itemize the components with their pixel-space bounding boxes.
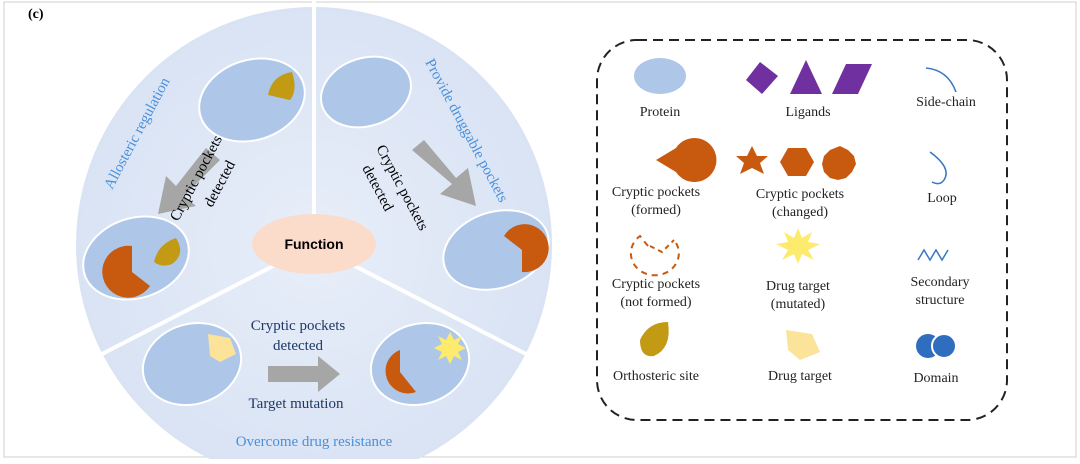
- drug-target-shape: [208, 334, 236, 362]
- legend-pocket-not-formed-2: (not formed): [620, 295, 691, 310]
- sector-resistance: Cryptic pockets detected Target mutation…: [141, 318, 471, 450]
- pocket-not-formed-icon: [629, 234, 680, 277]
- arrow-resistance: [268, 356, 340, 392]
- domain-icon-part-b: [931, 333, 957, 359]
- changed-pocket-hexagon-icon: [780, 148, 814, 176]
- function-node: Function: [252, 214, 376, 274]
- orthosteric-site-shape: [154, 238, 181, 266]
- mutated-drug-target-shape: [434, 332, 466, 364]
- ligand-parallelogram-icon: [832, 64, 872, 94]
- cryptic-pocket-shape: [102, 245, 150, 298]
- top-label-resistance-1: Cryptic pockets: [251, 318, 346, 334]
- changed-pocket-octagon-icon: [822, 146, 856, 180]
- arrow-druggable: [412, 140, 476, 206]
- ligand-triangle-icon: [790, 60, 822, 94]
- legend-secondary-structure-1: Secondary: [910, 275, 969, 290]
- orthosteric-site-shape: [268, 72, 295, 100]
- loop-icon: [929, 151, 947, 185]
- legend-drug-target: Drug target: [768, 369, 832, 384]
- legend-pocket-changed-2: (changed): [772, 205, 828, 220]
- sector-title-resistance: Overcome drug resistance: [236, 434, 393, 450]
- secondary-structure-icon: [917, 248, 949, 262]
- protein-icon: [634, 58, 686, 94]
- legend-ligands: Ligands: [785, 105, 830, 120]
- legend-pocket-not-formed-1: Cryptic pockets: [612, 277, 700, 292]
- legend-pocket-changed-1: Cryptic pockets: [756, 187, 844, 202]
- drug-target-mutated-icon: [776, 228, 820, 264]
- arrow-allosteric: [158, 148, 220, 214]
- legend: Protein Ligands Side-chain Cryptic pocke…: [596, 39, 1008, 421]
- ligand-diamond-icon: [746, 62, 778, 94]
- sector-allosteric: Allosteric regulation Cryptic pockets de…: [82, 57, 306, 301]
- legend-protein: Protein: [640, 105, 680, 120]
- legend-orthosteric-site: Orthosteric site: [613, 369, 699, 384]
- legend-pocket-formed-1: Cryptic pockets: [612, 185, 700, 200]
- panel-label: (c): [28, 7, 44, 22]
- changed-pocket-star-icon: [736, 146, 768, 174]
- legend-drug-target-mutated-1: Drug target: [766, 279, 830, 294]
- legend-drug-target-mutated-2: (mutated): [771, 297, 826, 312]
- function-label: Function: [284, 236, 343, 252]
- figure-frame: [3, 1, 1077, 458]
- legend-loop: Loop: [927, 191, 957, 206]
- legend-side-chain: Side-chain: [916, 95, 976, 110]
- cryptic-pocket-shape: [504, 224, 549, 273]
- protein-shape: [320, 55, 412, 129]
- bottom-label-resistance: Target mutation: [249, 396, 344, 412]
- cryptic-pocket-formed-icon: [656, 138, 717, 182]
- legend-pocket-formed-2: (formed): [631, 203, 681, 218]
- drug-target-icon: [786, 330, 820, 360]
- pocket-not-formed-notch: [649, 239, 675, 254]
- side-chain-icon: [925, 67, 957, 93]
- legend-domain: Domain: [913, 371, 958, 386]
- top-label-resistance-2: detected: [273, 338, 323, 354]
- legend-border: [596, 39, 1008, 421]
- function-oval: [252, 214, 376, 274]
- legend-secondary-structure-2: structure: [916, 293, 965, 308]
- cryptic-pocket-shape: [385, 350, 416, 394]
- orthosteric-site-icon: [640, 322, 669, 357]
